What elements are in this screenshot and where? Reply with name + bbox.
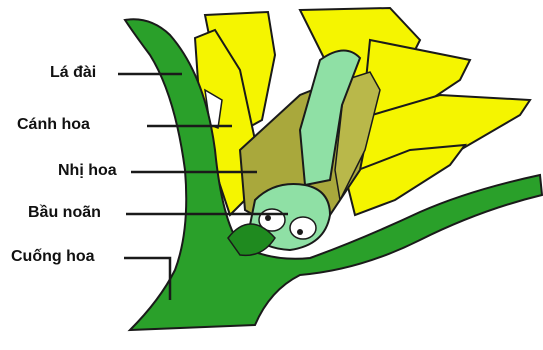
label-canh-hoa: Cánh hoa [17, 116, 90, 134]
ovule-dot-right [297, 229, 303, 235]
ovule-dot-left [265, 215, 271, 221]
label-nhi-hoa: Nhị hoa [58, 162, 117, 180]
ovule-right [290, 217, 316, 239]
label-bau-noan: Bầu noãn [28, 204, 101, 222]
label-cuong-hoa: Cuống hoa [11, 248, 95, 266]
label-la-dai: Lá đài [50, 64, 96, 82]
